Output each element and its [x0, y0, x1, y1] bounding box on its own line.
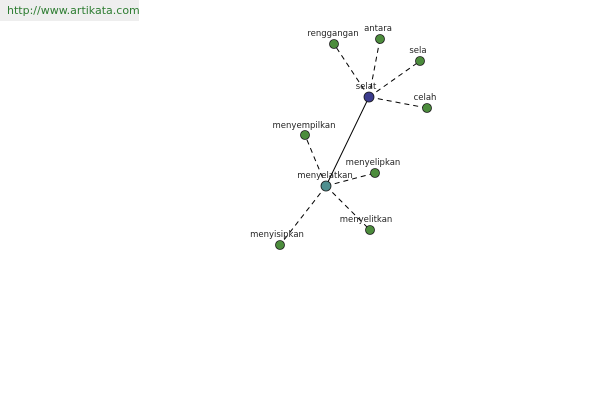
node-marker-renggangan[interactable] — [329, 39, 339, 49]
edge-menyelatkan-menyempilkan — [304, 134, 327, 187]
edge-selat-menyelatkan — [325, 96, 370, 187]
node-label-menyelipkan: menyelipkan — [346, 158, 401, 168]
node-marker-menyisipkan[interactable] — [275, 240, 285, 250]
node-label-renggangan: renggangan — [307, 29, 358, 39]
edge-selat-antara — [368, 38, 381, 98]
node-selat[interactable]: selat — [356, 82, 377, 103]
graph-nodes: selat renggangan antara sela celah menyelatka… — [250, 24, 436, 250]
node-menyelatkan[interactable]: menyelatkan — [297, 171, 353, 192]
edge-selat-celah — [368, 96, 428, 109]
node-marker-menyempilkan[interactable] — [300, 130, 310, 140]
node-label-menyempilkan: menyempilkan — [273, 121, 336, 131]
node-marker-celah[interactable] — [422, 103, 432, 113]
node-label-menyisipkan: menyisipkan — [250, 230, 304, 240]
edge-menyelatkan-menyelitkan — [325, 185, 371, 231]
node-marker-antara[interactable] — [375, 34, 385, 44]
edge-selat-renggangan — [333, 43, 370, 98]
node-menyisipkan[interactable]: menyisipkan — [250, 230, 304, 250]
node-renggangan[interactable]: renggangan — [307, 29, 359, 49]
edge-selat-sela — [368, 60, 421, 98]
node-marker-selat[interactable] — [363, 91, 375, 103]
edge-menyelatkan-menyisipkan — [279, 185, 327, 246]
node-marker-sela[interactable] — [415, 56, 425, 66]
node-marker-menyelatkan[interactable] — [320, 180, 332, 192]
graph-edges — [279, 38, 428, 246]
node-marker-menyelitkan[interactable] — [365, 225, 375, 235]
node-label-celah: celah — [414, 93, 437, 103]
node-label-menyelitkan: menyelitkan — [340, 215, 393, 225]
node-antara[interactable]: antara — [364, 24, 392, 44]
node-label-menyelatkan: menyelatkan — [297, 171, 352, 181]
node-celah[interactable]: celah — [414, 93, 437, 113]
node-sela[interactable]: sela — [409, 46, 427, 66]
node-label-selat: selat — [356, 82, 377, 92]
node-menyelitkan[interactable]: menyelitkan — [340, 215, 393, 235]
node-label-sela: sela — [409, 46, 426, 56]
node-menyempilkan[interactable]: menyempilkan — [273, 121, 336, 140]
node-menyelipkan[interactable]: menyelipkan — [346, 158, 401, 178]
site-url-badge[interactable]: http://www.artikata.com — [0, 0, 140, 21]
node-label-antara: antara — [364, 24, 392, 34]
node-marker-menyelipkan[interactable] — [370, 168, 380, 178]
